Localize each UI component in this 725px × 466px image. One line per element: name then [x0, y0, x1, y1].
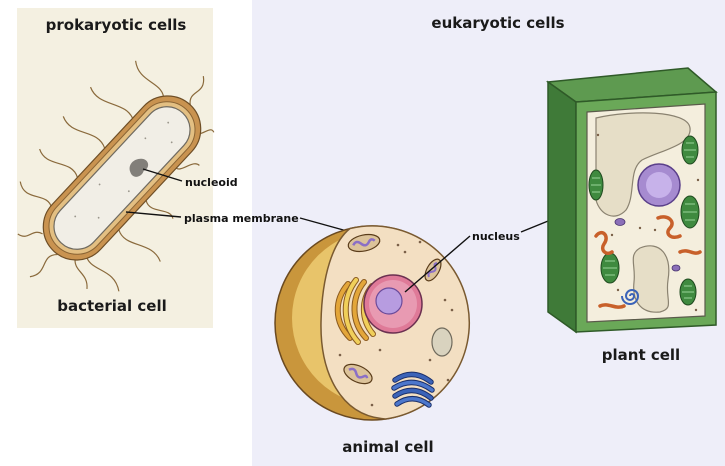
- plant-mitochondrion: [600, 305, 624, 307]
- bacterial-cell-caption: bacterial cell: [57, 297, 166, 315]
- chloroplast: [589, 170, 603, 200]
- ribosome-dot: [697, 179, 699, 181]
- ribosome-dot: [447, 379, 450, 382]
- plant-cell: [548, 68, 716, 332]
- eukaryotic-title: eukaryotic cells: [431, 14, 564, 32]
- plant-vesicle: [672, 265, 680, 271]
- plant-cell-caption: plant cell: [602, 346, 680, 364]
- animal-vacuole: [432, 328, 452, 356]
- ribosome-dot: [429, 359, 432, 362]
- ribosome-dot: [397, 244, 400, 247]
- animal-cell: [275, 226, 469, 420]
- ribosome-dot: [639, 227, 641, 229]
- ribosome-dot: [597, 134, 599, 136]
- ribosome-dot: [379, 349, 382, 352]
- prokaryotic-title: prokaryotic cells: [46, 16, 187, 34]
- chloroplast: [681, 196, 699, 228]
- nucleoid-label: nucleoid: [185, 176, 238, 189]
- plasma-membrane-label: plasma membrane: [184, 212, 299, 225]
- ribosome-dot: [695, 309, 697, 311]
- ribosome-dot: [611, 234, 613, 236]
- chloroplast: [680, 279, 696, 305]
- ribosome-dot: [371, 404, 374, 407]
- chloroplast: [601, 253, 619, 283]
- ribosome-dot: [419, 241, 422, 244]
- plant-vesicle: [615, 219, 625, 226]
- ribosome-dot: [404, 251, 407, 254]
- plant-nucleolus: [646, 172, 672, 198]
- plant-cell-wall-side: [548, 82, 576, 332]
- nucleus-label: nucleus: [472, 230, 520, 243]
- central-vacuole-lobe: [633, 246, 669, 312]
- ribosome-dot: [444, 299, 447, 302]
- animal-nucleolus: [376, 288, 402, 314]
- ribosome-dot: [451, 309, 454, 312]
- chloroplast: [682, 136, 698, 164]
- animal-cell-caption: animal cell: [342, 438, 433, 456]
- ribosome-dot: [339, 354, 342, 357]
- ribosome-dot: [654, 229, 656, 231]
- ribosome-dot: [617, 289, 619, 291]
